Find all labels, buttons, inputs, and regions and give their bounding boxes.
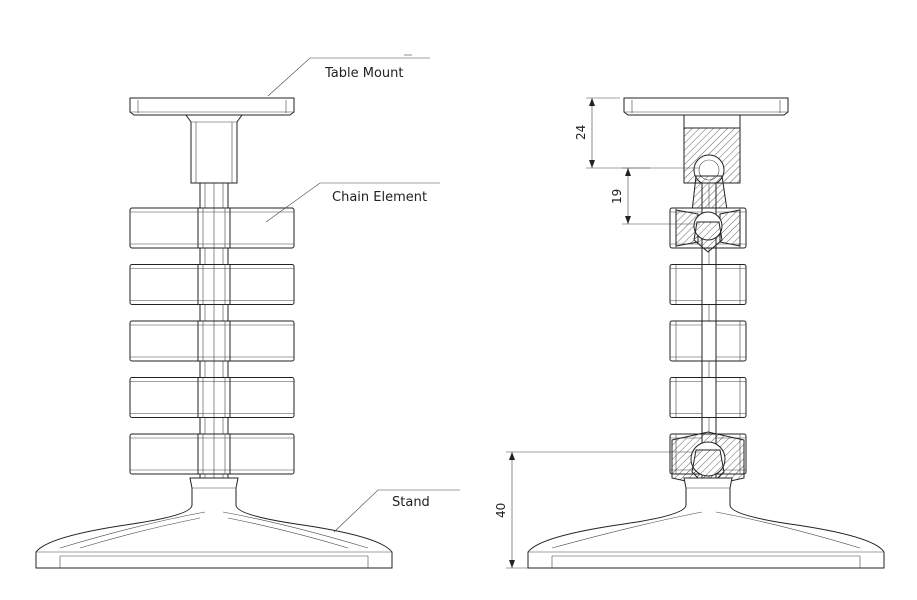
section-chain-element: [669, 264, 747, 305]
front-table-mount: [129, 97, 295, 184]
front-chain-element: [129, 433, 295, 475]
front-stand: [35, 477, 393, 569]
front-chain-element: [129, 207, 295, 249]
dimension-lines: [506, 97, 700, 569]
section-view: 24 19 40: [494, 97, 885, 569]
section-stand: [527, 477, 885, 569]
section-table-mount: [623, 97, 789, 186]
label-chain-element: Chain Element: [332, 190, 427, 205]
dimension-24: 24: [574, 125, 588, 140]
section-chain-element: [669, 320, 747, 362]
front-chain-element: [129, 264, 295, 305]
dimension-19: 19: [610, 189, 624, 204]
section-chain-element: [669, 207, 747, 253]
dimension-40: 40: [494, 503, 508, 518]
front-leaders: [265, 54, 460, 533]
front-chain-element: [129, 320, 295, 362]
section-chain-element: [669, 377, 747, 418]
label-table-mount: Table Mount: [324, 66, 404, 81]
label-stand: Stand: [392, 495, 430, 510]
front-chain-elements: [129, 207, 295, 475]
front-chain-element: [129, 377, 295, 418]
front-view: Table Mount Chain Element Stand: [35, 54, 460, 569]
